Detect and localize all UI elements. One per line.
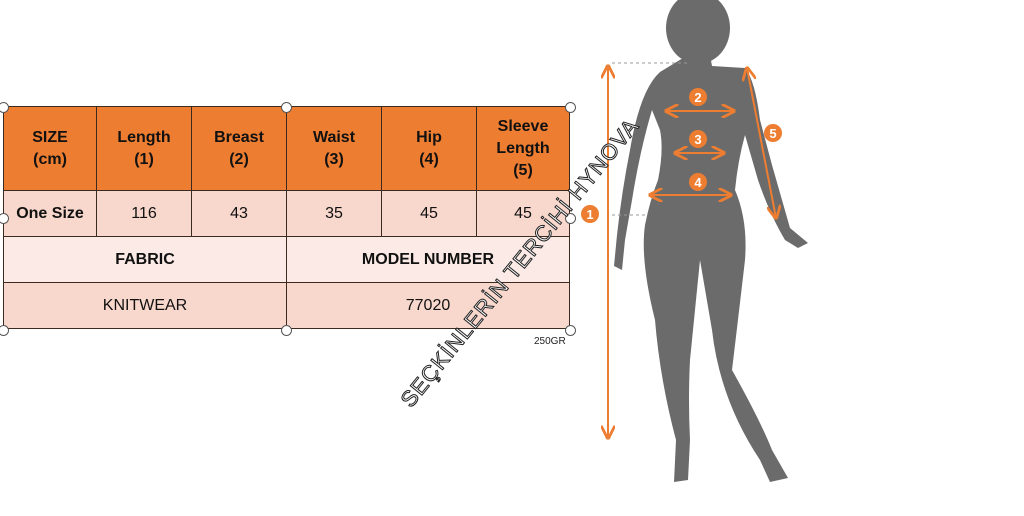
marker-3 bbox=[689, 130, 707, 148]
marker-5 bbox=[764, 124, 782, 142]
size-table: SIZE (cm) Length (1) Breast (2) Waist (3… bbox=[3, 106, 570, 329]
resize-handle[interactable] bbox=[0, 325, 9, 336]
resize-handle[interactable] bbox=[565, 102, 576, 113]
header-size: SIZE (cm) bbox=[3, 106, 97, 191]
fabric-value: KNITWEAR bbox=[3, 282, 287, 329]
model-number-value: 77020 bbox=[286, 282, 570, 329]
header-waist: Waist (3) bbox=[286, 106, 382, 191]
marker-1 bbox=[581, 205, 599, 223]
marker-1-label: 1 bbox=[586, 207, 593, 222]
resize-handle[interactable] bbox=[0, 213, 9, 224]
cell-hip: 45 bbox=[381, 190, 477, 237]
header-breast: Breast (2) bbox=[191, 106, 287, 191]
cell-waist: 35 bbox=[286, 190, 382, 237]
sleeve-arrow bbox=[747, 68, 776, 218]
resize-handle[interactable] bbox=[281, 102, 292, 113]
resize-handle[interactable] bbox=[281, 325, 292, 336]
cell-length: 116 bbox=[96, 190, 192, 237]
marker-5-label: 5 bbox=[769, 126, 776, 141]
marker-2 bbox=[689, 88, 707, 106]
resize-handle[interactable] bbox=[0, 102, 9, 113]
cell-size: One Size bbox=[3, 190, 97, 237]
weight-label: 250GR bbox=[534, 336, 566, 347]
header-length: Length (1) bbox=[96, 106, 192, 191]
resize-handle[interactable] bbox=[565, 213, 576, 224]
resize-handle[interactable] bbox=[565, 325, 576, 336]
marker-4-label: 4 bbox=[694, 175, 702, 190]
marker-2-label: 2 bbox=[694, 90, 701, 105]
marker-4 bbox=[689, 173, 707, 191]
header-sleeve-length: Sleeve Length (5) bbox=[476, 106, 570, 191]
header-hip: Hip (4) bbox=[381, 106, 477, 191]
marker-3-label: 3 bbox=[694, 132, 701, 147]
cell-sleeve-length: 45 bbox=[476, 190, 570, 237]
silhouette bbox=[614, 0, 808, 482]
